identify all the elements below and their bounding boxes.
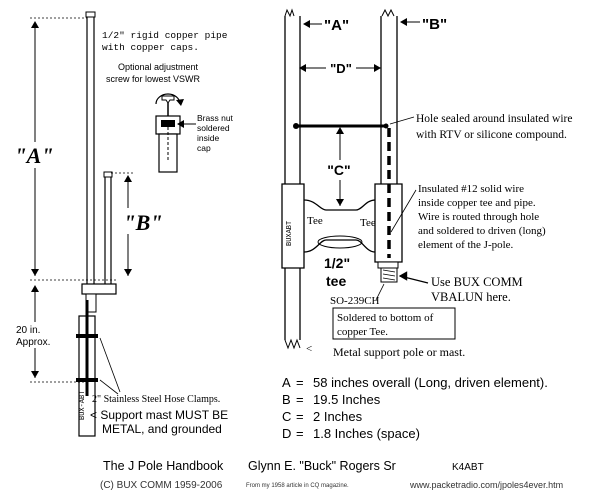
source-note: From my 1958 article in CQ magazine. xyxy=(246,483,349,489)
solder-note-box xyxy=(332,307,456,340)
right-label-a: "A" xyxy=(324,17,349,34)
spacing-note-line1: 20 in. xyxy=(16,325,40,336)
balun-note-line2: VBALUN here. xyxy=(431,290,511,304)
right-label-d: "D" xyxy=(330,61,352,76)
footer: The J Pole Handbook Glynn E. "Buck" Roge… xyxy=(100,459,563,491)
pipe-note-line1: 1/2" rigid copper pipe xyxy=(102,30,228,41)
dim-key-b: B xyxy=(282,392,291,407)
screw-note-line1: Optional adjustment xyxy=(118,62,199,72)
dim-value-b: 19.5 Inches xyxy=(313,392,381,407)
wire-note-line4: and soldered to driven (long) xyxy=(418,225,546,237)
left-label-a: "A" xyxy=(14,143,53,168)
clamp-pointer-lower xyxy=(99,379,119,395)
wire-note-line3: Wire is routed through hole xyxy=(418,211,539,223)
clamp-pointer-upper xyxy=(99,337,121,393)
long-element-cap xyxy=(85,11,96,18)
long-element-pipe xyxy=(86,13,95,291)
support-note: Metal support pole or mast. xyxy=(333,345,465,359)
right-label-c: "C" xyxy=(327,162,350,178)
dimensions-list: A = 58 inches overall (Long, driven elem… xyxy=(282,375,548,441)
footer-url: www.packetradio.com/jpoles4ever.htm xyxy=(409,480,563,490)
solder-note-line2: copper Tee. xyxy=(337,326,388,338)
book-title: The J Pole Handbook xyxy=(103,459,224,473)
connector-flange xyxy=(377,261,399,269)
dim-value-c: 2 Inches xyxy=(313,409,363,424)
dim-value-a: 58 inches overall (Long, driven element)… xyxy=(313,375,548,390)
spacing-label-bg xyxy=(14,322,64,348)
nut-note-line3: inside xyxy=(197,133,219,143)
dim-c-label-bg xyxy=(318,160,360,180)
mast-warning-line2: METAL, and grounded xyxy=(102,422,222,436)
dim-d-label-bg xyxy=(326,58,356,76)
dim-a-label-bg xyxy=(12,142,56,168)
tee-right-label: Tee xyxy=(360,217,376,229)
wire-note-line2: inside copper tee and pipe. xyxy=(418,197,536,209)
tee-left-label: Tee xyxy=(307,215,323,227)
author-name: Glynn E. "Buck" Rogers Sr xyxy=(248,459,396,473)
solder-note-line1: Soldered to bottom of xyxy=(337,312,434,324)
left-solder-point xyxy=(293,123,299,129)
right-tee-body xyxy=(374,183,403,263)
dim-key-c: C xyxy=(282,409,291,424)
wire-note-pointer xyxy=(390,189,417,233)
hose-clamp-upper xyxy=(76,334,98,338)
short-element-pipe xyxy=(104,173,112,291)
dim-eq-d: = xyxy=(296,426,304,441)
copyright: (C) BUX COMM 1959-2006 xyxy=(100,480,223,491)
mast-brand-text: BUX-ABT xyxy=(79,391,87,420)
left-label-b: "B" xyxy=(123,210,162,235)
balun-note-line1: Use BUX COMM xyxy=(431,275,523,289)
connector-pointer xyxy=(375,283,385,301)
nut-note-line4: cap xyxy=(197,143,211,153)
hole-note-line2: with RTV or silicone compound. xyxy=(416,129,567,141)
pipe-opening-ellipse xyxy=(317,235,363,249)
right-brand-text: BUXABT xyxy=(286,221,294,246)
wire-note-line1: Insulated #12 solid wire xyxy=(418,183,524,195)
hose-clamp-lower xyxy=(76,378,98,382)
dim-eq-b: = xyxy=(296,392,304,407)
right-detail-drawing: BUXABT "D" "C" "A" "B" xyxy=(281,8,572,359)
mast-break-bottom xyxy=(284,338,301,350)
left-antenna-drawing: BUX-ABT "A" "B" 20 in. Approx. 1/2" rigi… xyxy=(12,11,234,437)
connector-threads xyxy=(382,269,396,281)
balun-pointer xyxy=(398,271,429,284)
right-hole-point xyxy=(383,123,389,129)
pipe-note-line2: with copper caps. xyxy=(102,42,199,53)
pipe-b-break-top xyxy=(381,8,395,18)
connector-label: SO-239CH xyxy=(330,295,380,307)
cross-pipe-top xyxy=(303,199,376,211)
cross-pipe-bottom xyxy=(303,239,376,253)
callsign: K4ABT xyxy=(452,462,484,473)
dim-key-a: A xyxy=(282,375,291,390)
dim-eq-c: = xyxy=(296,409,304,424)
cap-detail-drawing xyxy=(155,93,196,173)
brass-nut xyxy=(161,120,175,127)
nut-note-line2: soldered xyxy=(197,123,230,133)
screw-note-line2: screw for lowest VSWR xyxy=(106,74,201,84)
clamps-note: 2" Stainless Steel Hose Clamps. xyxy=(92,394,220,405)
dim-key-d: D xyxy=(282,426,291,441)
pipe-a-break-top xyxy=(284,8,295,18)
nut-note-line1: Brass nut xyxy=(197,113,234,123)
dim-eq-a: = xyxy=(296,375,304,390)
spacing-note-line2: Approx. xyxy=(16,337,50,348)
screw-head-icon xyxy=(161,95,175,104)
tee-word-label: tee xyxy=(326,273,346,289)
half-inch-label: 1/2" xyxy=(324,255,350,271)
right-label-b: "B" xyxy=(422,16,447,33)
support-arrow: < xyxy=(306,343,312,355)
mast-warning-line1: < Support mast MUST BE xyxy=(90,408,228,422)
wire-note-line5: element of the J-pole. xyxy=(418,239,514,251)
rotation-arrowhead-icon xyxy=(176,99,184,106)
base-tee xyxy=(81,283,117,295)
dim-b-label-bg xyxy=(122,208,164,234)
short-element-cap xyxy=(103,171,113,178)
hole-note-pointer xyxy=(389,116,415,125)
left-tee-body xyxy=(281,183,305,269)
dim-value-d: 1.8 Inches (space) xyxy=(313,426,420,441)
hole-note-line1: Hole sealed around insulated wire xyxy=(416,113,572,125)
